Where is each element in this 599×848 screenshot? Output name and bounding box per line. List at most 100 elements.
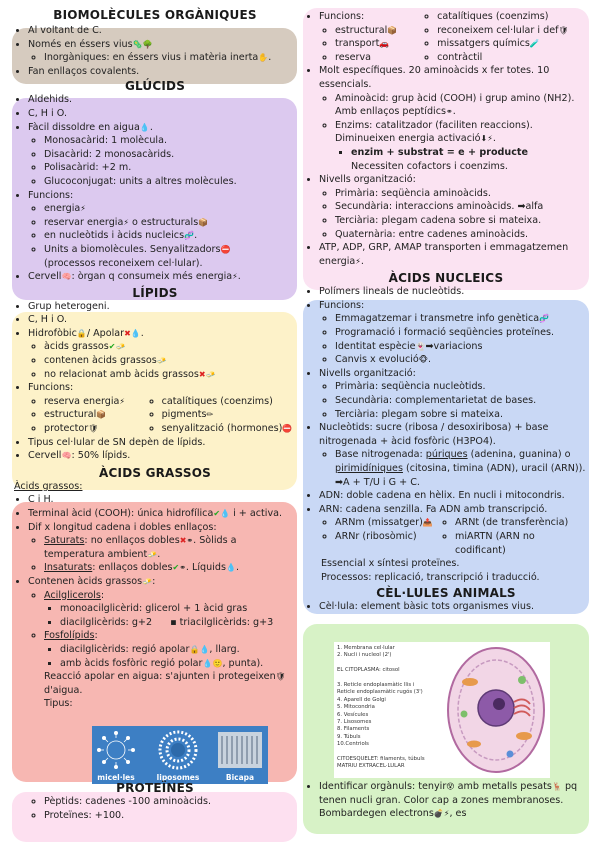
butter-icon: 🧈	[156, 356, 167, 366]
list-item: contràctil	[437, 51, 587, 65]
liposome-label: liposomes	[157, 773, 200, 782]
drop-icon: 💧	[225, 563, 236, 573]
list-item: Inorgàniques: en éssers vius i matèria i…	[44, 51, 296, 65]
butter-icon: 🧈	[205, 369, 216, 379]
cell-legend-line	[337, 660, 447, 667]
shield-icon: 🛡	[558, 25, 569, 35]
cell-legend-line: 5. Mitocondria	[337, 704, 375, 711]
list-item: Canvis x evolució🐵.	[335, 353, 587, 367]
mitochondrion-shape	[516, 732, 532, 740]
acids-grassos-subtitle: Àcids grassos:	[14, 480, 83, 492]
list-item: Terciària: plegam cadena sobre si mateix…	[335, 214, 587, 228]
proteines-right-list: Funcions: estructural📦 transport🚗 reserv…	[305, 10, 587, 268]
list-item: ARNt (de transferència)	[455, 516, 587, 530]
list-item: Tipus cel·lular de SN depèn de lípids.	[28, 436, 296, 450]
pencil-icon: ✏	[206, 410, 214, 420]
hand-icon: ✋	[258, 53, 269, 63]
shield-icon: 🛡	[88, 424, 99, 434]
list-item: Cervell🧠: 50% lípids.	[28, 449, 296, 463]
list-item: Units a biomolècules. Senyalitzadors⛔(pr…	[44, 243, 296, 270]
list-item: Funcions: estructural📦 transport🚗 reserv…	[319, 10, 587, 64]
lightning-icon: ⚡	[119, 396, 126, 406]
list-item: catalítiques (coenzims)	[437, 10, 587, 24]
cross-icon: ✖	[179, 536, 187, 546]
list-item: Aminoàcid: grup àcid (COOH) i grup amino…	[335, 92, 587, 119]
lightning-icon: ⚡	[232, 272, 238, 282]
biomolecules-box	[12, 28, 297, 84]
glucids-list: Aldehids. C, H i O. Fàcil dissoldre en a…	[14, 93, 296, 283]
list-item: Funcions: Emmagatzemar i transmetre info…	[319, 299, 587, 367]
lightning-icon: ⚡	[443, 809, 450, 819]
cellules-list-2: Identificar orgànuls: tenyir😵 amb metall…	[305, 780, 587, 821]
cross-icon: ✖	[124, 328, 131, 338]
list-item: Funcions: reserva energia⚡ estructural📦 …	[28, 381, 296, 435]
cell-legend-line: 2. Nucli i nucleol (2')	[337, 652, 392, 659]
list-item: Fan enllaços covalents.	[28, 65, 296, 79]
list-item: ATP, ADP, GRP, AMAP transporten i emmaga…	[319, 241, 587, 268]
list-item: Disacàrid: 2 monosacàrids.	[44, 148, 296, 162]
biomolecules-list: Al voltant de C. Només en éssers vius🦠🌳 …	[14, 24, 296, 78]
bomb-icon: 💣	[433, 809, 444, 819]
processes-note: Processos: replicació, transcripció i tr…	[321, 571, 540, 583]
list-item: transport🚗	[335, 37, 423, 51]
list-item: Cèl·lula: element bàsic tots organismes …	[319, 600, 587, 614]
bilayer-icon	[218, 732, 262, 768]
golgi-shape	[513, 698, 531, 717]
bilayer-label: Bicapa	[226, 773, 254, 782]
stop-sign-icon: ⛔	[282, 424, 293, 434]
list-item: Monosacàrid: 1 molècula.	[44, 134, 296, 148]
micelle-label: micel·les	[97, 773, 135, 782]
lightning-icon: ⚡	[355, 256, 361, 266]
list-item: Molt específiques. 20 aminoàcids x fer t…	[319, 64, 587, 173]
list-item: reconeixem cel·lular i def🛡	[437, 24, 587, 38]
box-icon: 📦	[96, 410, 107, 420]
brain-icon: 🧠	[61, 451, 72, 461]
er-shape	[457, 659, 535, 761]
list-item: amb àcids fosfòric regió polar💧🙂, punta)…	[60, 657, 296, 671]
list-item: missatgers químics🧪	[437, 37, 587, 51]
cell-legend-line: MATRIU EXTRACEL·LULAR	[337, 763, 405, 770]
list-item: Identificar orgànuls: tenyir😵 amb metall…	[319, 780, 587, 821]
lipids-list: Grup heterogeni. C, H i O. Hidrofòbic🔒/ …	[14, 300, 296, 463]
list-item: Acilglicerols: monoacilglicèrid: glicero…	[44, 589, 296, 630]
list-item: Polisacàrid: +2 m.	[44, 161, 296, 175]
box-icon: 📦	[387, 25, 398, 35]
molecule-icon: ⚭	[179, 563, 186, 573]
check-icon: ✔	[172, 563, 180, 573]
list-item: Emmagatzemar i transmetre info genètica🧬	[335, 312, 587, 326]
list-item: Nivells organització: Primària: seqüènci…	[319, 173, 587, 241]
list-item: Secundària: complementarietat de bases.	[335, 394, 587, 408]
cell-legend-line: 7. Lisosomes	[337, 719, 372, 726]
essential-note: Essencial x síntesi proteïnes.	[321, 558, 460, 570]
cell-legend-line: 3. Reticle endoplasmàtic llis i	[337, 682, 415, 688]
list-item: Cervell🧠: òrgan q consumeix més energia⚡…	[28, 270, 296, 284]
cell-legend-line: 4. Aparell de Golgi	[337, 696, 386, 703]
lipids-box	[12, 312, 297, 490]
butter-icon: 🧈	[147, 549, 158, 559]
list-item: ARNm (missatger)📤	[335, 516, 445, 530]
nucleics-box	[303, 300, 589, 614]
list-item: estructural📦	[44, 408, 152, 422]
cross-icon: ✖	[198, 369, 206, 379]
face-icon: 🙂	[212, 658, 223, 668]
list-item: ARN: cadena senzilla. Fa ADN amb transcr…	[319, 503, 587, 585]
tipus-label: Tipus:	[44, 698, 73, 710]
list-item: Fàcil dissoldre en aigua💧. Monosacàrid: …	[28, 121, 296, 189]
lipid-structures-figure: micel·les liposomes Bicapa	[92, 726, 268, 784]
glucids-box	[12, 98, 297, 300]
list-item: energia⚡	[44, 202, 296, 216]
cell-legend-line	[337, 675, 447, 682]
list-item: Terciària: plegam sobre si mateixa.	[335, 408, 587, 422]
lightning-icon: ⚡	[123, 217, 129, 227]
proteines-left: PROTEÏNES Pèptids: cadenes -100 aminoàci…	[14, 781, 296, 822]
dna-icon: 🧬	[184, 231, 195, 241]
list-item: reservar energia⚡ o estructurals📦	[44, 216, 296, 230]
lipids-title: LÍPIDS	[132, 285, 178, 300]
cell-legend-line: 9. Túbuls	[337, 733, 361, 740]
list-item: Secundària: interaccions aminoàcids. ➡al…	[335, 200, 587, 214]
ghost-icon: 👻	[415, 341, 426, 351]
list-item: Glucoconjugat: units a altres molècules.	[44, 175, 296, 189]
cell-legend-line: 1. Membrana cel·lular	[337, 645, 395, 651]
